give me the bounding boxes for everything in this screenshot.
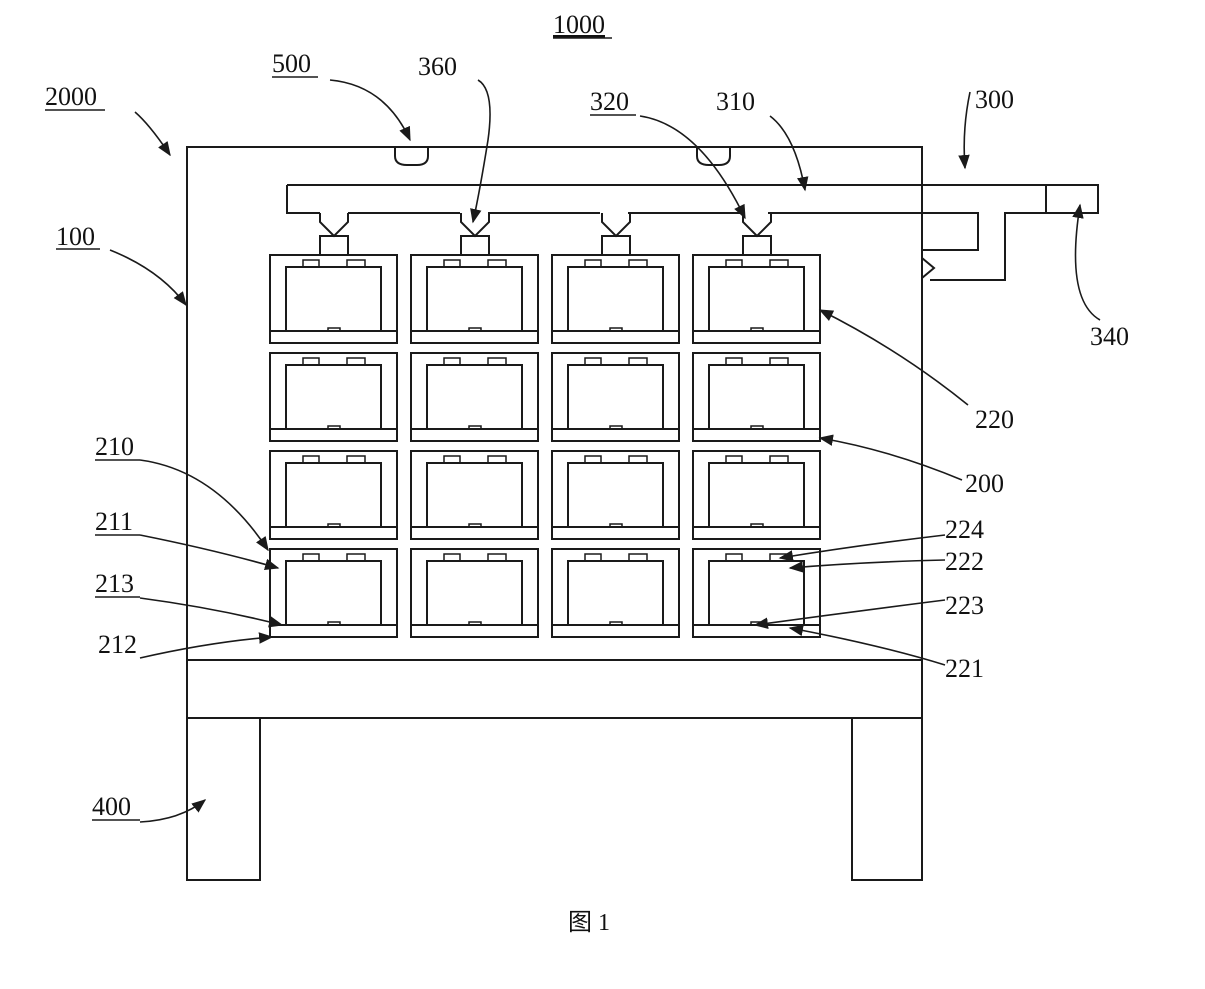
- reference-labels: 1000 2000 500 360 320 310 300 340 100 22…: [45, 10, 1129, 936]
- nozzle: [461, 213, 489, 255]
- terminal: [303, 456, 319, 463]
- terminal: [629, 554, 647, 561]
- terminal: [770, 456, 788, 463]
- battery-cell: [552, 549, 679, 637]
- battery-cell-grid: [270, 255, 820, 637]
- battery-cell: [270, 451, 397, 539]
- label-213: 213: [95, 569, 134, 598]
- terminal: [585, 456, 601, 463]
- terminal: [347, 358, 365, 365]
- battery-cell: [693, 255, 820, 343]
- label-100: 100: [56, 222, 95, 251]
- terminal: [303, 260, 319, 267]
- terminal: [726, 554, 742, 561]
- terminal: [488, 554, 506, 561]
- battery-cell: [411, 255, 538, 343]
- label-223: 223: [945, 591, 984, 620]
- label-224: 224: [945, 515, 984, 544]
- battery-cell: [552, 255, 679, 343]
- label-210: 210: [95, 432, 134, 461]
- terminal: [303, 554, 319, 561]
- battery-cell: [270, 353, 397, 441]
- battery-cell: [552, 353, 679, 441]
- terminal: [585, 260, 601, 267]
- terminal: [488, 456, 506, 463]
- terminal: [444, 554, 460, 561]
- terminal: [303, 358, 319, 365]
- battery-cell: [552, 451, 679, 539]
- nozzle: [320, 213, 348, 255]
- terminal: [488, 358, 506, 365]
- label-221: 221: [945, 654, 984, 683]
- terminal: [585, 358, 601, 365]
- cabinet-frame: [187, 147, 922, 880]
- label-340: 340: [1090, 322, 1129, 351]
- terminal: [629, 260, 647, 267]
- terminal: [629, 358, 647, 365]
- terminal: [444, 260, 460, 267]
- terminal: [585, 554, 601, 561]
- terminal: [629, 456, 647, 463]
- battery-cell: [270, 255, 397, 343]
- label-211: 211: [95, 507, 133, 536]
- label-220: 220: [975, 405, 1014, 434]
- label-310: 310: [716, 87, 755, 116]
- battery-cell: [693, 451, 820, 539]
- terminal: [726, 456, 742, 463]
- terminal: [726, 260, 742, 267]
- terminal: [444, 358, 460, 365]
- figure-caption: 图 1: [568, 910, 610, 936]
- terminal: [770, 358, 788, 365]
- battery-cell: [693, 549, 820, 637]
- label-212: 212: [98, 630, 137, 659]
- label-1000: 1000: [553, 10, 605, 39]
- terminal: [347, 554, 365, 561]
- terminal: [488, 260, 506, 267]
- battery-cell: [270, 549, 397, 637]
- battery-cell: [411, 549, 538, 637]
- terminal: [770, 260, 788, 267]
- nozzle-group: [320, 213, 771, 255]
- label-222: 222: [945, 547, 984, 576]
- label-200: 200: [965, 469, 1004, 498]
- label-320: 320: [590, 87, 629, 116]
- nozzle: [743, 213, 771, 255]
- label-300: 300: [975, 85, 1014, 114]
- label-2000: 2000: [45, 82, 97, 111]
- nozzle: [602, 213, 630, 255]
- terminal: [444, 456, 460, 463]
- label-500: 500: [272, 49, 311, 78]
- terminal: [347, 456, 365, 463]
- battery-cell: [693, 353, 820, 441]
- terminal: [347, 260, 365, 267]
- battery-cell: [411, 353, 538, 441]
- label-360: 360: [418, 52, 457, 81]
- terminal: [726, 358, 742, 365]
- label-400: 400: [92, 792, 131, 821]
- battery-cell: [411, 451, 538, 539]
- top-cooling-devices: [395, 147, 730, 165]
